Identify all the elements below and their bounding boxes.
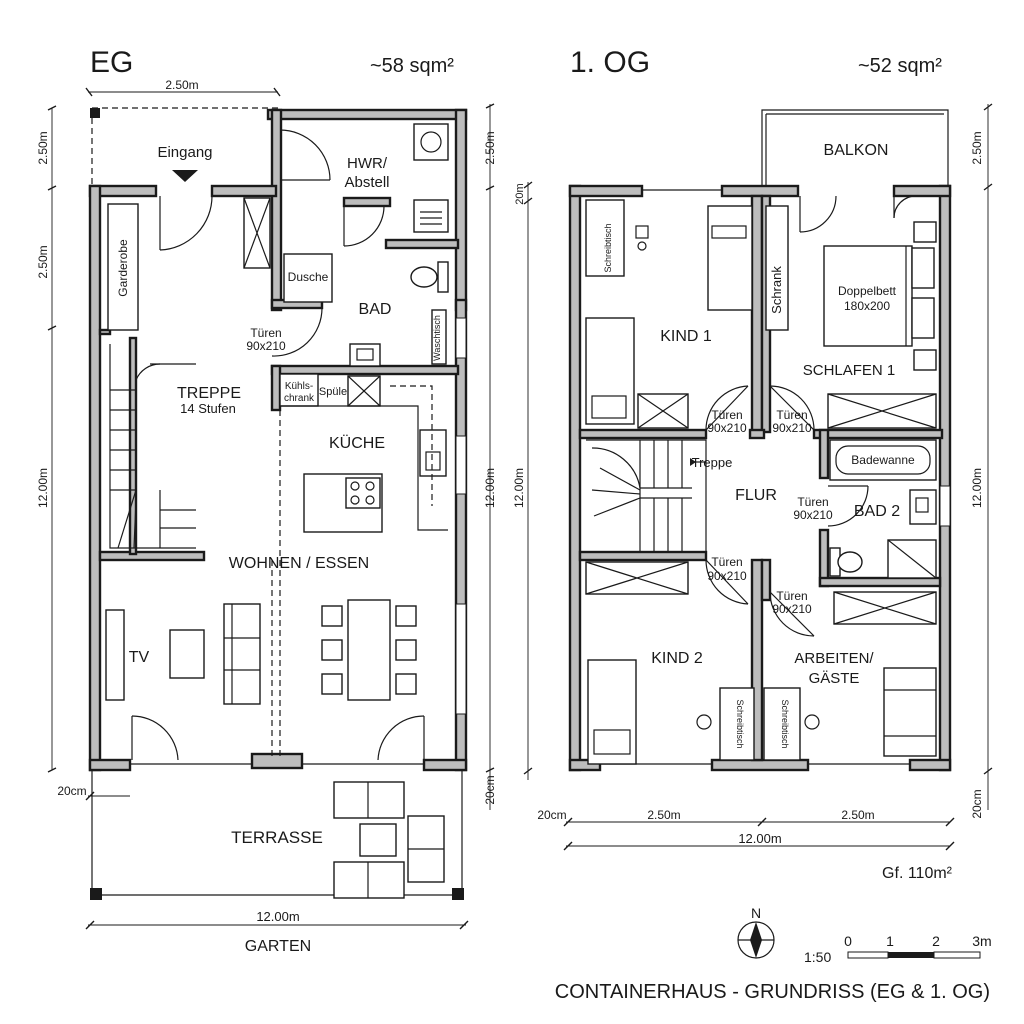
og-schreibtisch-arbeiten: Schreibtisch bbox=[780, 699, 790, 748]
post bbox=[452, 888, 464, 900]
eg-dim-top: 2.50m bbox=[165, 78, 198, 92]
og-dim-left-long: 12.00m bbox=[512, 468, 526, 508]
gross-area: Gf. 110m² bbox=[882, 865, 953, 882]
eg-tueren-label: Türen bbox=[250, 326, 281, 340]
eg-dim-right-bottom: 20cm bbox=[483, 775, 497, 804]
og-balkon-label: BALKON bbox=[824, 142, 889, 159]
eg-dim-bottom-width: 12.00m bbox=[256, 909, 299, 924]
eg-waschtisch-label: Waschtisch bbox=[432, 315, 442, 361]
eg-area: ~58 sqm² bbox=[370, 55, 454, 77]
og-tueren-kind1-size: 90x210 bbox=[707, 421, 747, 435]
og-badewanne-label: Badewanne bbox=[851, 453, 915, 467]
eg-dim-left-long: 12.00m bbox=[36, 468, 50, 508]
og-tueren-kind2-size: 90x210 bbox=[707, 569, 747, 583]
og-plan bbox=[523, 103, 993, 851]
eg-dim-right-long: 12.00m bbox=[483, 468, 497, 508]
og-dim-bottom-left: 20cm bbox=[537, 808, 566, 822]
eg-dim-bottom-left: 20cm bbox=[57, 784, 86, 798]
og-kind1-label: KIND 1 bbox=[660, 328, 712, 345]
eg-wohnen-label: WOHNEN / ESSEN bbox=[229, 555, 369, 572]
scale-tick-2: 2 bbox=[932, 933, 940, 949]
scale-tick-1: 1 bbox=[886, 933, 894, 949]
eg-dusche-label: Dusche bbox=[288, 270, 329, 284]
eg-treppe-label: TREPPE bbox=[177, 385, 241, 402]
eg-spuele-label: Spüle bbox=[319, 386, 347, 398]
og-tueren-kind2: Türen bbox=[711, 555, 742, 569]
eg-tueren-size: 90x210 bbox=[246, 339, 286, 353]
eg-stufen-label: 14 Stufen bbox=[180, 401, 236, 416]
og-title: 1. OG bbox=[570, 46, 650, 79]
og-schreibtisch-label: Schreibtisch bbox=[603, 223, 613, 272]
eg-hwr-label: HWR/ bbox=[347, 155, 388, 172]
entrance-arrow bbox=[172, 170, 198, 182]
stair-arrow bbox=[690, 458, 696, 466]
eg-dim-left-mid: 2.50m bbox=[36, 245, 50, 278]
eg-kueche-label: KÜCHE bbox=[329, 434, 385, 452]
og-tueren-bad-size: 90x210 bbox=[793, 508, 833, 522]
og-schrank-label: Schrank bbox=[769, 266, 784, 314]
post bbox=[90, 888, 102, 900]
og-doppelbett-label: Doppelbett bbox=[838, 284, 897, 298]
eg-dim-left-top: 2.50m bbox=[36, 131, 50, 164]
eg-dim-right-top: 2.50m bbox=[483, 131, 497, 164]
eg-abstell-label: Abstell bbox=[344, 174, 389, 191]
eg-eingang-label: Eingang bbox=[157, 144, 212, 161]
og-kind2-label: KIND 2 bbox=[651, 650, 703, 667]
north-label: N bbox=[751, 905, 761, 921]
eg-terrasse-label: TERRASSE bbox=[231, 828, 323, 847]
main-title: CONTAINERHAUS - GRUNDRISS (EG & 1. OG) bbox=[555, 981, 990, 1003]
og-tueren-schlafen-size: 90x210 bbox=[772, 421, 812, 435]
eg-title: EG bbox=[90, 46, 133, 79]
og-schreibtisch-kind2: Schreibtisch bbox=[735, 699, 745, 748]
og-dim-right-top: 2.50m bbox=[970, 131, 984, 164]
eg-tv-label: TV bbox=[129, 649, 150, 666]
eg-garderobe-label: Garderobe bbox=[116, 239, 130, 297]
og-dim-right-long: 12.00m bbox=[970, 468, 984, 508]
og-treppe-label: Treppe bbox=[692, 455, 733, 470]
og-arbeiten-label: ARBEITEN/ bbox=[794, 650, 874, 667]
og-schlafen-label: SCHLAFEN 1 bbox=[803, 362, 896, 379]
eg-plan bbox=[47, 87, 495, 930]
og-tueren-bad: Türen bbox=[797, 495, 828, 509]
og-area: ~52 sqm² bbox=[858, 55, 942, 77]
eg-garten-label: GARTEN bbox=[245, 938, 311, 955]
og-doppelbett-size: 180x200 bbox=[844, 299, 890, 313]
og-bad2-label: BAD 2 bbox=[854, 503, 900, 520]
og-dim-bottom-total: 12.00m bbox=[738, 831, 781, 846]
scale-tick-3: 3m bbox=[972, 933, 991, 949]
og-dim-left-small: 20m bbox=[514, 183, 526, 204]
og-tueren-arbeiten: Türen bbox=[776, 589, 807, 603]
og-tueren-kind1: Türen bbox=[711, 408, 742, 422]
legend bbox=[737, 921, 981, 959]
eg-bad-label: BAD bbox=[359, 301, 392, 318]
og-gaeste-label: GÄSTE bbox=[809, 670, 860, 687]
post bbox=[90, 108, 100, 118]
og-tueren-arbeiten-size: 90x210 bbox=[772, 602, 812, 616]
og-tueren-schlafen: Türen bbox=[776, 408, 807, 422]
og-flur-label: FLUR bbox=[735, 487, 777, 504]
eg-kuehlschrank-label: Kühls- bbox=[285, 381, 313, 392]
og-dim-bottom-b: 2.50m bbox=[841, 808, 874, 822]
scale-label: 1:50 bbox=[804, 949, 831, 965]
eg-kuehlschrank-label-2: chrank bbox=[284, 393, 315, 404]
scale-tick-0: 0 bbox=[844, 933, 852, 949]
og-dim-bottom-a: 2.50m bbox=[647, 808, 680, 822]
og-dim-right-bottom: 20cm bbox=[970, 789, 984, 818]
